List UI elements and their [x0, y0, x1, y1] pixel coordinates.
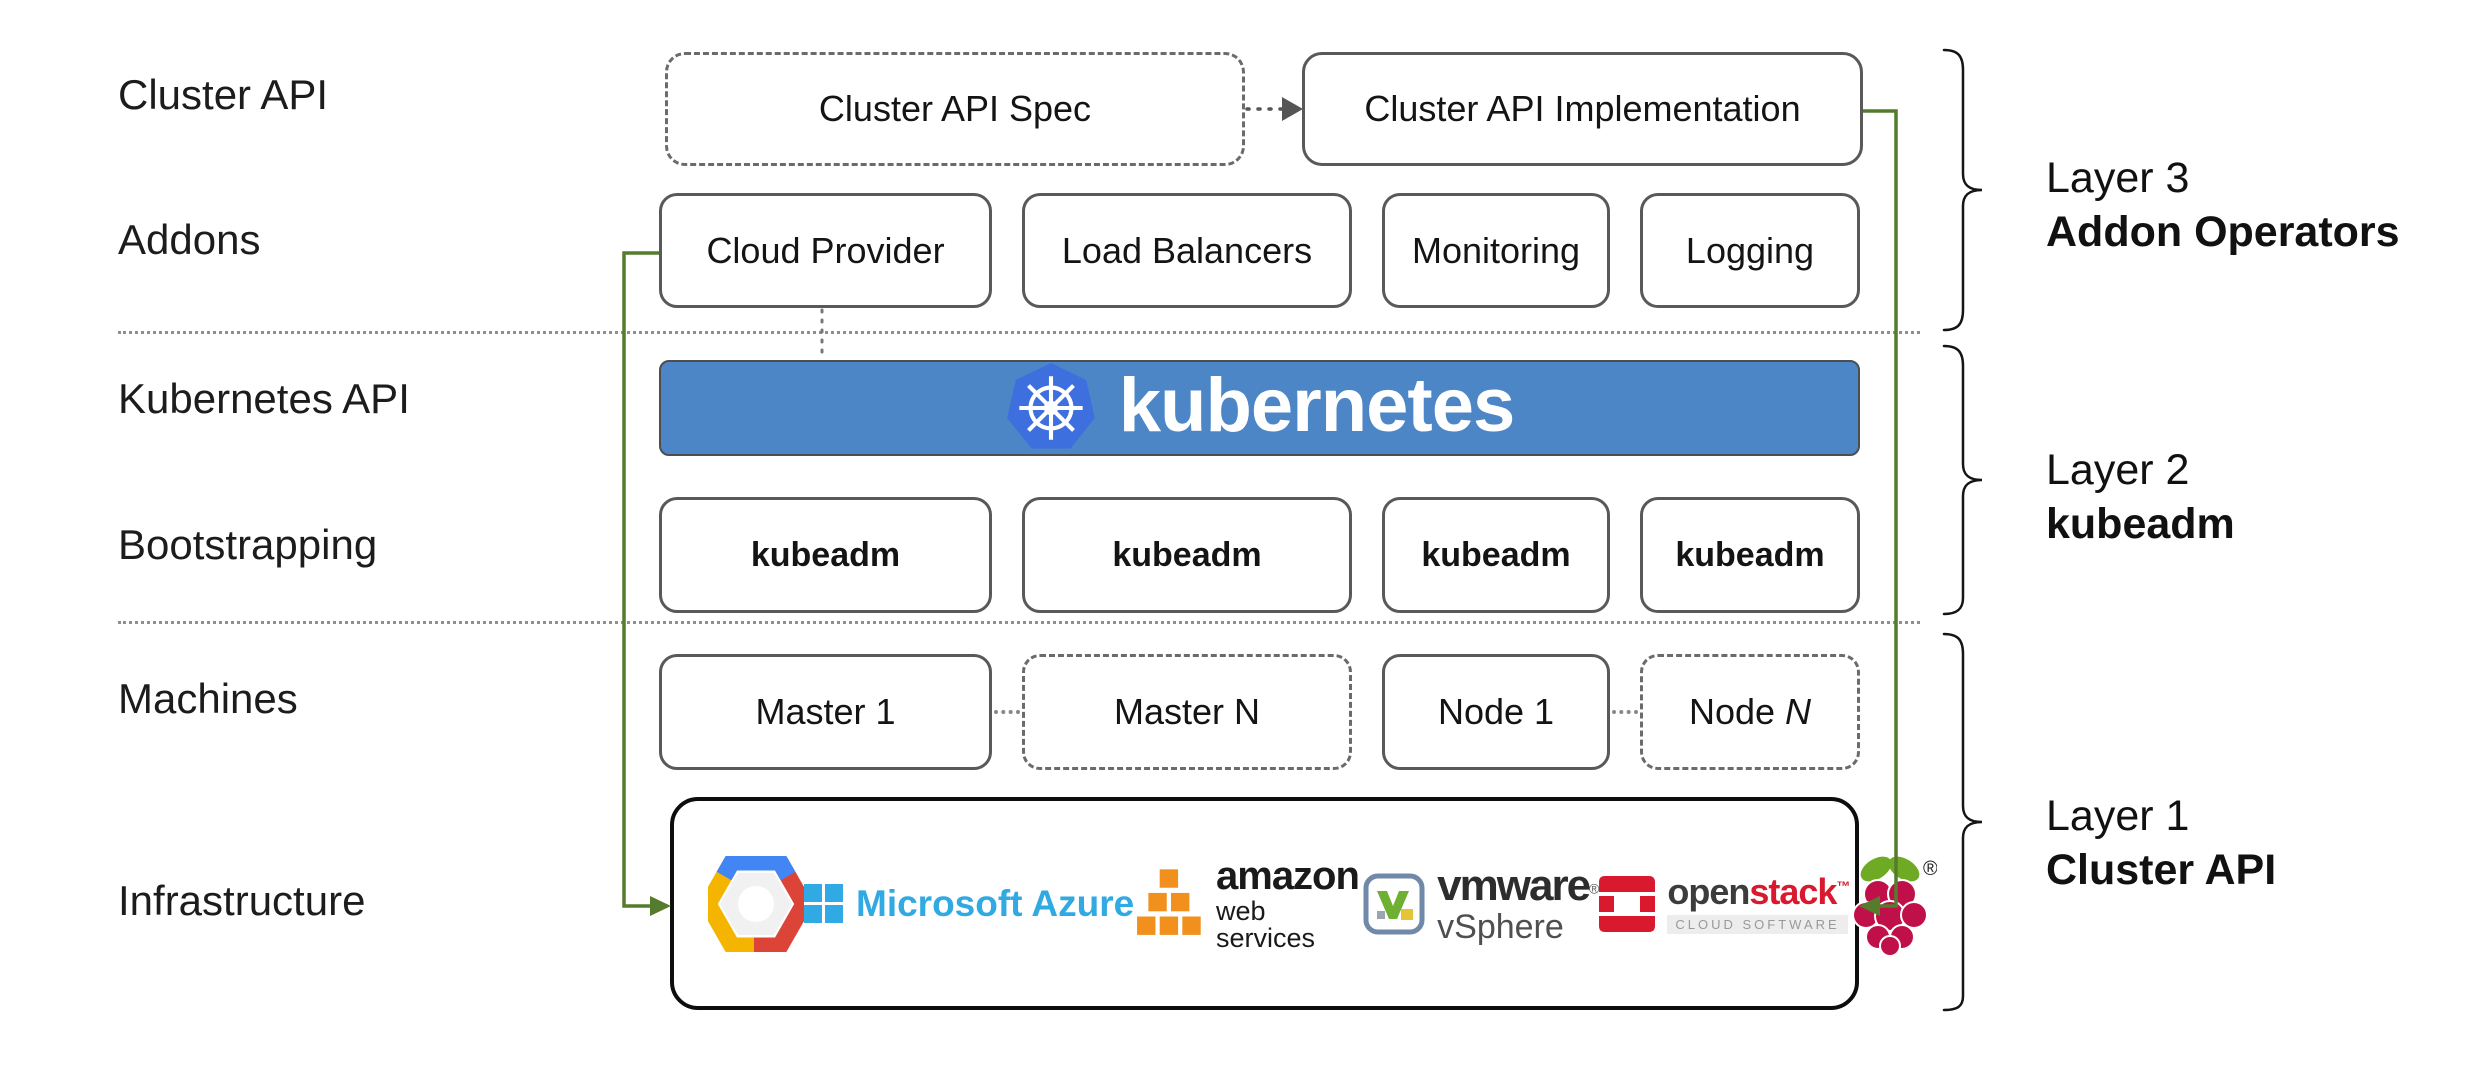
node-kubeadm-2: kubeadm	[1022, 497, 1352, 613]
vmware-label: vmware® vSphere	[1437, 860, 1600, 946]
layer1-brace	[1942, 632, 1983, 1012]
row-label-infrastructure: Infrastructure	[118, 877, 366, 924]
layer1-label: Layer 1 Cluster API	[2046, 792, 2277, 894]
node-cluster-api-spec: Cluster API Spec	[665, 52, 1245, 166]
layer2-brace	[1942, 344, 1983, 616]
aws-cubes-icon	[1134, 866, 1204, 937]
implementation-to-infrastructure-line	[1863, 109, 1898, 908]
row-label-kubernetes-api: Kubernetes API	[118, 375, 410, 422]
logo-vmware-vsphere: vmware® vSphere	[1363, 860, 1600, 946]
logo-microsoft-azure: Microsoft Azure	[804, 883, 1134, 925]
infrastructure-box: Microsoft Azure amazon web services	[670, 797, 1937, 1010]
node-node-1: Node 1	[1382, 654, 1610, 770]
vmware-reg-mark: ®	[1589, 880, 1600, 897]
connector-node1-noden	[1612, 710, 1638, 714]
node-node-n-label: Node N	[1688, 691, 1812, 732]
node-logging: Logging	[1640, 193, 1860, 308]
row-label-cluster-api: Cluster API	[118, 71, 329, 118]
node-master-n: Master N	[1022, 654, 1352, 770]
node-kubeadm-1: kubeadm	[659, 497, 992, 613]
node-cloud-provider: Cloud Provider	[659, 193, 992, 308]
node-kubeadm-4: kubeadm	[1640, 497, 1860, 613]
vmware-icon	[1363, 873, 1425, 934]
layer2-label: Layer 2 kubeadm	[2046, 446, 2235, 548]
separator-layer3-layer2	[118, 331, 1920, 334]
cloud-provider-to-infrastructure-line	[622, 251, 659, 908]
openstack-tm-mark: ™	[1836, 877, 1850, 894]
layer3-label: Layer 3 Addon Operators	[2046, 154, 2400, 256]
microsoft-icon	[804, 883, 843, 923]
openstack-icon	[1599, 875, 1656, 932]
raspberry-pi-icon: ®	[1852, 856, 1937, 957]
azure-label: Microsoft Azure	[856, 882, 1135, 924]
google-cloud-icon	[708, 855, 804, 952]
logo-google-cloud	[708, 855, 804, 952]
rpi-reg-mark: ®	[1923, 858, 1937, 880]
layer3-brace	[1942, 48, 1983, 332]
kubernetes-banner-label: kubernetes	[1118, 362, 1515, 448]
kubernetes-logo-icon	[1006, 363, 1095, 449]
logo-openstack: openstack™ CLOUD SOFTWARE	[1599, 870, 1850, 934]
node-load-balancers: Load Balancers	[1022, 193, 1352, 308]
spec-to-impl-arrowhead	[1282, 97, 1303, 121]
infrastructure-left-arrowhead	[650, 896, 671, 916]
node-master-1: Master 1	[659, 654, 992, 770]
node-monitoring: Monitoring	[1382, 193, 1610, 308]
node-cluster-api-implementation: Cluster API Implementation	[1302, 52, 1863, 166]
aws-label: amazon web services	[1216, 853, 1360, 953]
logo-amazon-web-services: amazon web services	[1134, 856, 1363, 952]
connector-master1-mastern	[994, 710, 1020, 714]
openstack-label: openstack™ CLOUD SOFTWARE	[1667, 870, 1850, 934]
logo-raspberry-pi: ®	[1849, 849, 1937, 959]
row-label-bootstrapping: Bootstrapping	[118, 521, 378, 568]
kubernetes-banner: kubernetes	[659, 360, 1860, 456]
row-label-addons: Addons	[118, 216, 261, 263]
node-node-n: Node N	[1640, 654, 1860, 770]
row-label-machines: Machines	[118, 675, 298, 722]
node-kubeadm-3: kubeadm	[1382, 497, 1610, 613]
separator-layer2-layer1	[118, 621, 1920, 624]
